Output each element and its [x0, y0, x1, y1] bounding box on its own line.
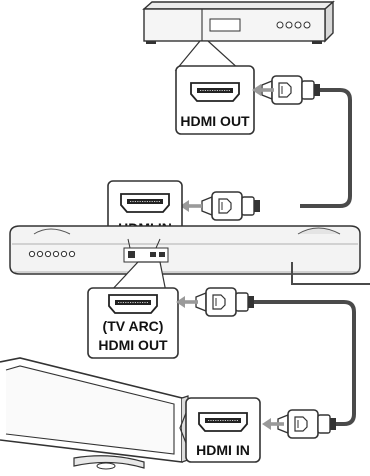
- hdmi-plug-icon-4: [277, 409, 337, 439]
- soundbar-side-cable: [291, 262, 370, 285]
- source-device: [142, 0, 335, 44]
- hdmi-cable-1: [300, 88, 352, 208]
- arrow-icon-3: [176, 296, 198, 308]
- hdmi-plug-icon-2: [201, 191, 261, 221]
- tv-port-label: HDMI IN: [196, 442, 250, 458]
- soundbar-output-label-line2: HDMI OUT: [98, 337, 168, 353]
- soundbar-input-callout: [127, 238, 161, 249]
- hdmi-plug-icon-3: [195, 287, 255, 317]
- hdmi-cable-2: [250, 300, 356, 426]
- tv: [0, 357, 189, 470]
- hdmi-port-icon: [198, 412, 248, 432]
- hdmi-port-icon: [108, 294, 158, 314]
- source-buttons: [276, 21, 311, 29]
- hdmi-port-icon: [190, 82, 240, 102]
- soundbar: [9, 225, 361, 275]
- source-port-label: HDMI OUT: [180, 113, 250, 129]
- tv-stand: [73, 455, 145, 469]
- soundbar-buttons: [28, 250, 76, 258]
- hdmi-port-icon: [120, 193, 170, 213]
- arrow-icon-2: [180, 200, 202, 212]
- soundbar-output-label-line1: (TV ARC): [103, 318, 164, 334]
